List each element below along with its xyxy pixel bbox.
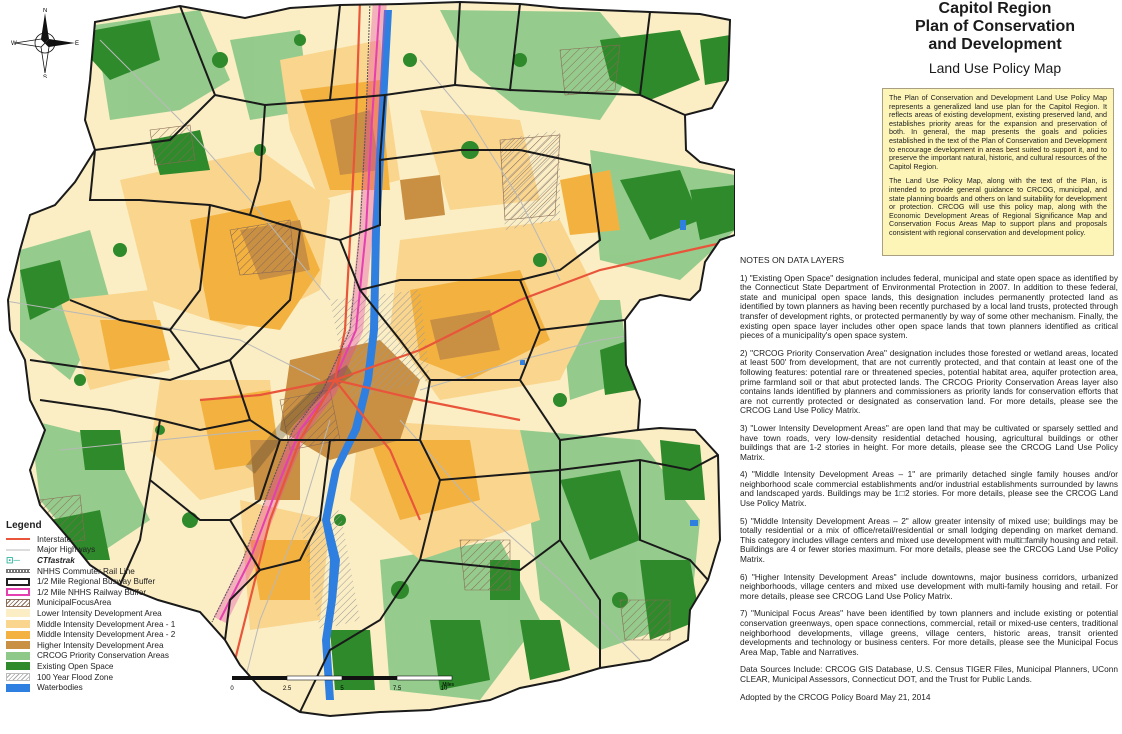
open-space-swatch <box>6 662 30 671</box>
higher-intensity-swatch <box>6 641 30 650</box>
scale-segment <box>342 676 397 680</box>
legend-item-higher: Higher Intensity Development Area <box>6 640 226 651</box>
scale-segment <box>286 675 343 681</box>
title-line-3: and Development <box>928 36 1062 53</box>
legend-item-highways: Major Highways <box>6 545 226 556</box>
note-5: 5) "Middle Intensity Development Areas –… <box>740 515 1118 565</box>
highway-line-swatch <box>6 546 30 554</box>
legend-item-rail: NHHS Commuter Rail Line <box>6 566 226 577</box>
map-title: Capitol Region Plan of Conservation and … <box>870 0 1120 76</box>
note-7: 7) "Municipal Focus Areas" have been ide… <box>740 608 1118 657</box>
busway-buffer-swatch <box>6 577 30 586</box>
legend-label: MunicipalFocusArea <box>37 598 112 608</box>
note-6: 6) "Higher Intensity Development Areas" … <box>740 571 1118 601</box>
rail-buffer-swatch <box>6 588 30 597</box>
scale-segment <box>232 676 287 680</box>
lower-intensity-swatch <box>6 609 30 618</box>
legend-label: Waterbodies <box>37 683 83 693</box>
flood-zone-swatch <box>6 673 30 682</box>
rail-line-swatch <box>6 567 30 575</box>
waterbodies-swatch <box>6 683 30 692</box>
title-line-2: Plan of Conservation <box>914 18 1076 35</box>
note-2: 2) "CRCOG Priority Conservation Area" de… <box>740 347 1118 416</box>
legend-item-railbuffer: 1/2 Mile NHHS Railway Buffer <box>6 587 226 598</box>
scale-label: 0 <box>230 686 234 692</box>
interstate-line-swatch <box>6 535 30 543</box>
legend-item-water: Waterbodies <box>6 682 226 693</box>
description-box: The Plan of Conservation and Development… <box>882 88 1114 256</box>
note-1: 1) "Existing Open Space" designation inc… <box>740 272 1118 341</box>
scale-label: 2.5 <box>283 686 292 692</box>
scale-label: 7.5 <box>393 686 402 692</box>
legend-label: 1/2 Mile Regional Busway Buffer <box>37 577 156 587</box>
legend-item-priority: CRCOG Priority Conservation Areas <box>6 651 226 662</box>
scale-label: 10 <box>441 686 448 692</box>
ctfastrak-icon: ⊡─ <box>6 554 20 565</box>
compass-w: W <box>11 41 17 47</box>
legend-label: 100 Year Flood Zone <box>37 672 114 682</box>
legend-label: Interstate <box>37 534 72 544</box>
priority-conservation-swatch <box>6 651 30 660</box>
map-subtitle: Land Use Policy Map <box>928 60 1062 76</box>
description-paragraph-2: The Land Use Policy Map, along with the … <box>889 176 1107 237</box>
land-use-map[interactable] <box>0 0 735 734</box>
note-4: 4) "Middle Intensity Development Areas –… <box>740 469 1118 509</box>
scale-segment <box>396 675 453 681</box>
scale-bar: 0 2.5 5 7.5 10 Miles <box>228 672 458 698</box>
legend-label: 1/2 Mile NHHS Railway Buffer <box>37 587 147 597</box>
legend-item-lower: Lower Intensity Development Area <box>6 608 226 619</box>
compass-s: S <box>43 75 47 78</box>
note-3: 3) "Lower Intensity Development Areas" a… <box>740 422 1118 462</box>
title-line-1: Capitol Region <box>938 0 1052 17</box>
legend-item-busway: 1/2 Mile Regional Busway Buffer <box>6 576 226 587</box>
legend-label: Higher Intensity Development Area <box>37 640 164 650</box>
mid-intensity-2-swatch <box>6 630 30 639</box>
mid-intensity-1-swatch <box>6 620 30 629</box>
scale-unit: Miles <box>442 682 454 688</box>
legend-item-ctfastrak: ⊡─ CTfastrak <box>6 555 226 566</box>
scale-label: 5 <box>340 686 344 692</box>
legend-item-openspace: Existing Open Space <box>6 661 226 672</box>
notes-heading: NOTES ON DATA LAYERS <box>740 255 845 265</box>
compass-n: N <box>43 8 47 14</box>
legend-label: Major Highways <box>37 545 96 555</box>
legend-label: Existing Open Space <box>37 661 114 671</box>
legend-item-focus: MunicipalFocusArea <box>6 598 226 609</box>
legend-title: Legend <box>6 520 42 531</box>
legend-label: Lower Intensity Development Area <box>37 608 162 618</box>
notes-on-data-layers: NOTES ON DATA LAYERS 1) "Existing Open S… <box>740 255 1118 710</box>
data-sources: Data Sources Include: CRCOG GIS Database… <box>740 664 1118 684</box>
legend-item-mid1: Middle Intensity Development Area - 1 <box>6 619 226 630</box>
focus-area-swatch <box>6 598 30 607</box>
legend-label: CRCOG Priority Conservation Areas <box>37 651 169 661</box>
legend-label: NHHS Commuter Rail Line <box>37 566 135 576</box>
legend-item-mid2: Middle Intensity Development Area - 2 <box>6 629 226 640</box>
legend-label: Middle Intensity Development Area - 2 <box>37 630 176 640</box>
description-paragraph-1: The Plan of Conservation and Development… <box>889 93 1107 171</box>
legend-label: Middle Intensity Development Area - 1 <box>37 619 176 629</box>
map-legend: Legend Interstate Major Highways ⊡─ CTfa… <box>6 520 226 693</box>
legend-label: CTfastrak <box>37 555 75 565</box>
north-arrow-icon: N S W E <box>10 8 80 81</box>
compass-e: E <box>75 41 79 47</box>
legend-item-flood: 100 Year Flood Zone <box>6 672 226 683</box>
adoption-note: Adopted by the CRCOG Policy Board May 21… <box>740 691 931 702</box>
legend-item-interstate: Interstate <box>6 534 226 545</box>
